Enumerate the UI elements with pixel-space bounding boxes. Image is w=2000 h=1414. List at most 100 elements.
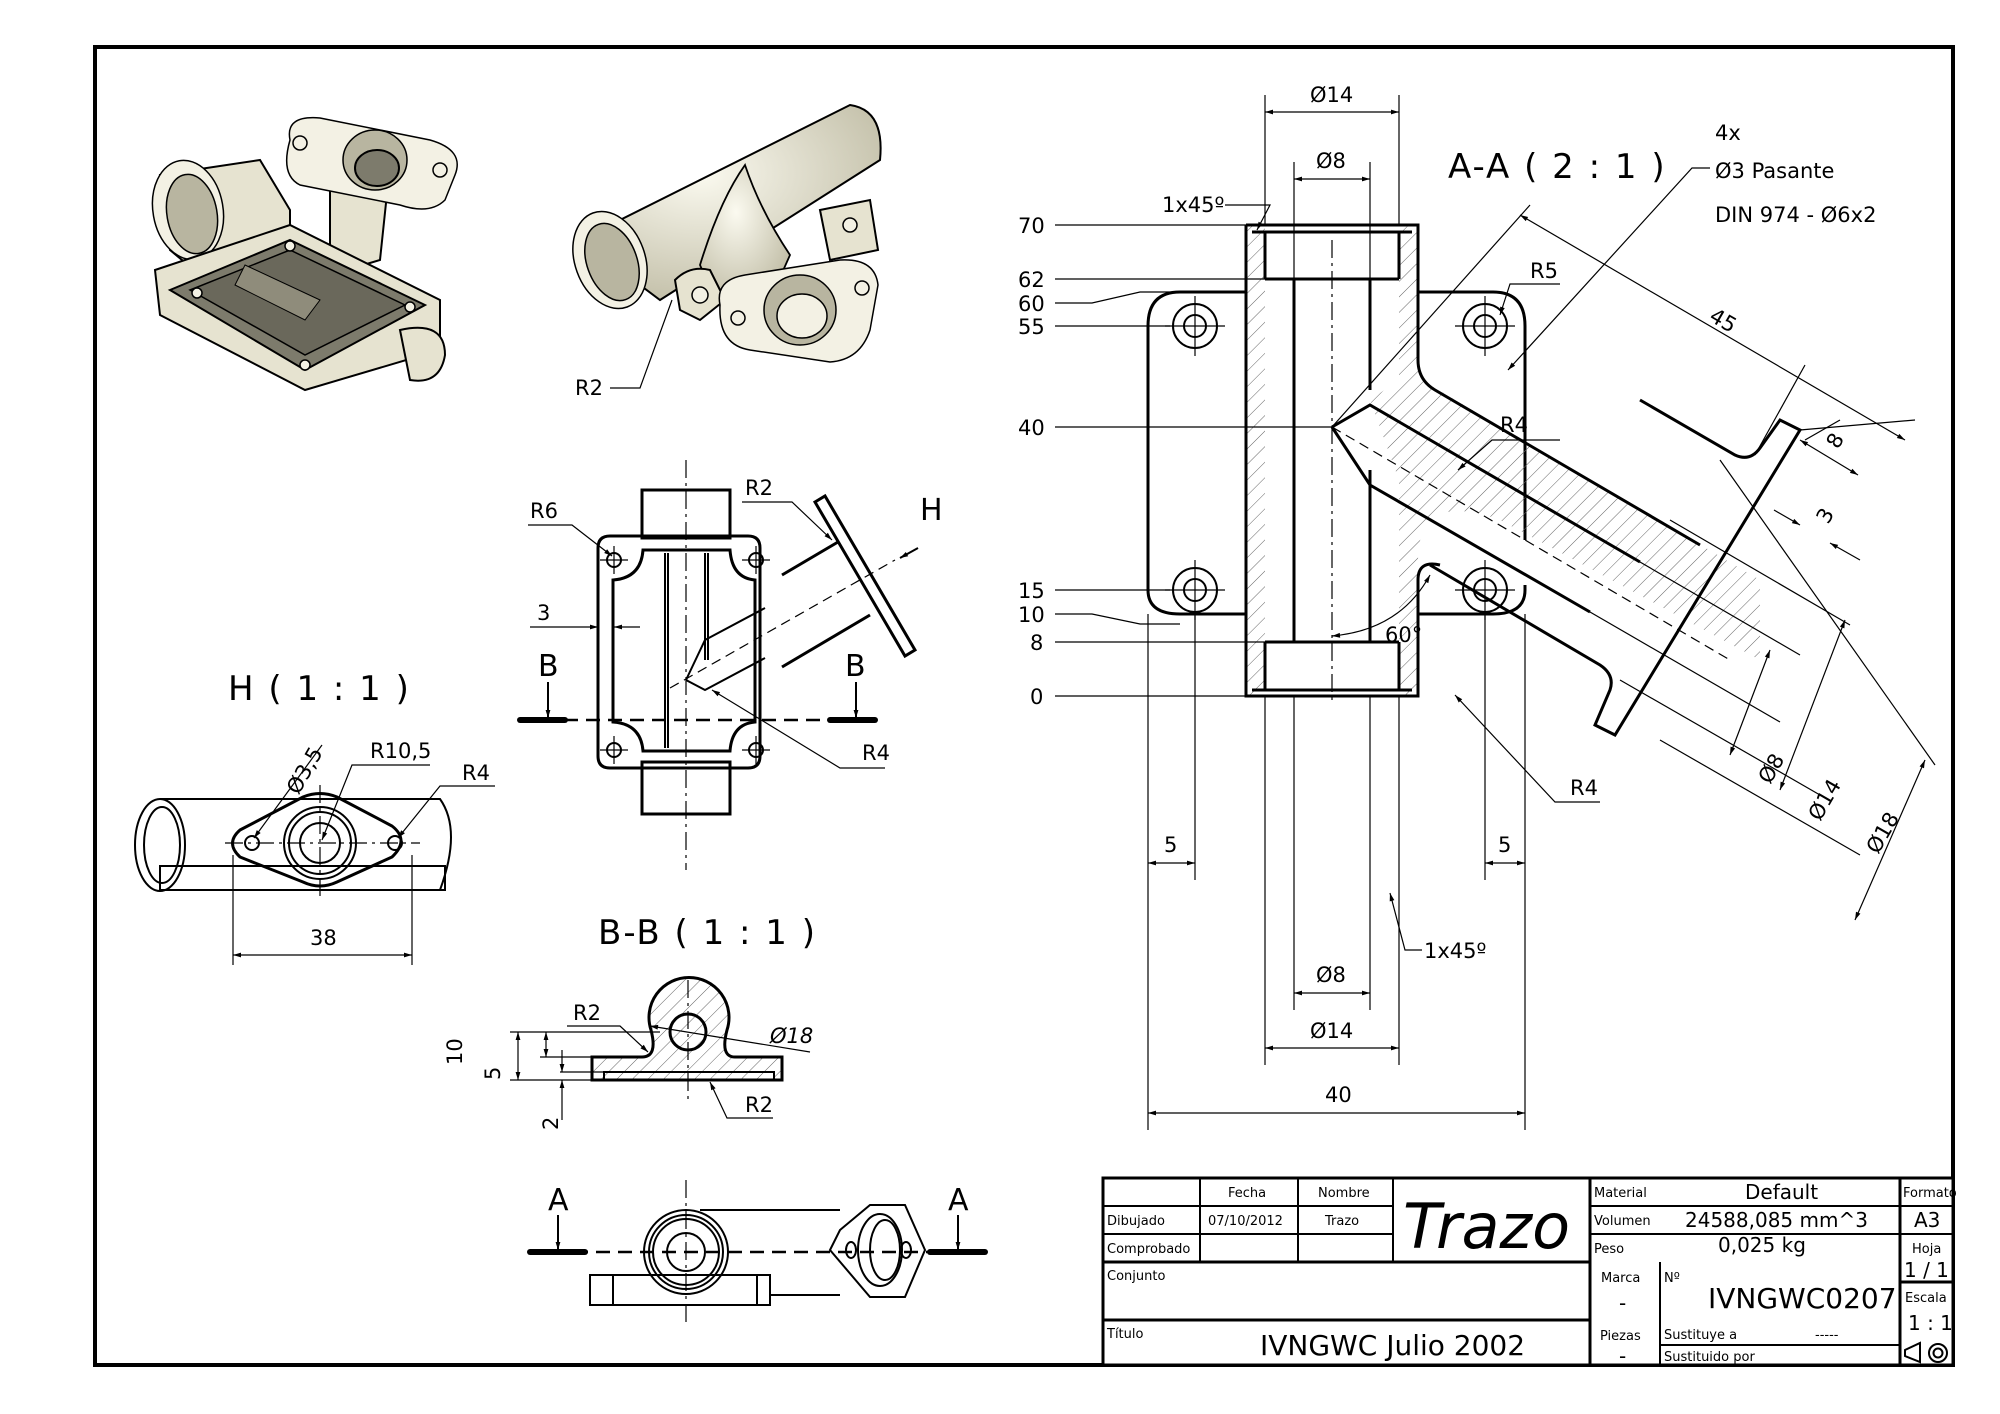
aa-branch-dia-8: Ø8 xyxy=(1754,750,1790,788)
bb-h5-label: 5 xyxy=(481,1067,505,1080)
tb-numero: IVNGWC0207 xyxy=(1708,1282,1897,1315)
height-label: 8 xyxy=(1030,631,1043,655)
section-aa-title: A-A ( 2 : 1 ) xyxy=(1448,147,1667,187)
aa-bottom-outer-dia: Ø14 xyxy=(1310,1019,1353,1043)
aa-flange-8: 8 xyxy=(1822,429,1849,453)
title-block: Fecha Nombre Dibujado 07/10/2012 Trazo C… xyxy=(1101,1176,1957,1368)
tb-volumen-label: Volumen xyxy=(1594,1214,1651,1229)
tb-escala-label: Escala xyxy=(1905,1291,1947,1306)
section-bb-title: B-B ( 1 : 1 ) xyxy=(598,913,817,953)
view-h-r4-label: R4 xyxy=(462,761,490,785)
height-label: 62 xyxy=(1018,268,1045,292)
bb-dia-label: Ø18 xyxy=(769,1024,813,1048)
top-view: R6 R2 R4 3 H B B xyxy=(517,460,943,870)
aa-bottom-chamfer: 1x45º xyxy=(1424,939,1486,963)
tb-sustituido-label: Sustituido por xyxy=(1664,1350,1755,1365)
iso-r2-label: R2 xyxy=(575,376,603,400)
height-label: 40 xyxy=(1018,416,1045,440)
bolt-hole xyxy=(742,546,770,574)
aa-overall-width: 40 xyxy=(1325,1083,1352,1107)
cut-b-right-label: B xyxy=(845,649,866,684)
aa-length-45: 45 xyxy=(1706,304,1741,338)
tb-piezas: - xyxy=(1619,1344,1626,1368)
aa-top-outer-dia: Ø14 xyxy=(1310,83,1353,107)
bb-h10-label: 10 xyxy=(443,1038,467,1065)
view-h-span-label: 38 xyxy=(310,926,337,950)
hole-note-type: Ø3 Pasante xyxy=(1715,159,1834,183)
view-h-hole-label: Ø3,5 xyxy=(282,743,328,798)
tb-material-label: Material xyxy=(1594,1186,1647,1201)
aa-angle: 60° xyxy=(1385,623,1422,647)
aa-left-offset: 5 xyxy=(1164,833,1177,857)
bolt-hole xyxy=(742,736,770,764)
top-wall-label: 3 xyxy=(537,601,550,625)
top-r6-label: R6 xyxy=(530,499,558,523)
aa-flange-3: 3 xyxy=(1812,504,1839,528)
tb-volumen: 24588,085 mm^3 xyxy=(1685,1208,1868,1232)
tb-escala: 1 : 1 xyxy=(1908,1311,1953,1335)
cut-b-left-label: B xyxy=(538,649,559,684)
height-label: 60 xyxy=(1018,292,1045,316)
top-r2-label: R2 xyxy=(745,476,773,500)
aa-branch-dia-14: Ø14 xyxy=(1804,775,1846,824)
tb-marca-label: Marca xyxy=(1601,1271,1640,1286)
tb-hoja: 1 / 1 xyxy=(1904,1258,1949,1282)
sheet-border xyxy=(93,45,1955,1367)
tb-material: Default xyxy=(1745,1180,1818,1204)
isometric-view-bottom xyxy=(151,116,458,392)
first-angle-projection-icon xyxy=(1904,1341,1948,1364)
tb-sustituye-label: Sustituye a xyxy=(1664,1328,1737,1343)
isometric-view-top: R2 xyxy=(572,103,882,400)
tb-logo: Trazo xyxy=(1403,1190,1570,1263)
tb-formato-label: Formato xyxy=(1903,1186,1957,1201)
height-dimensions: 70 62 60 55 40 15 10 8 0 xyxy=(1018,214,1332,709)
aa-branch-dia-18: Ø18 xyxy=(1862,808,1904,857)
tb-row-dibujado: Dibujado xyxy=(1107,1214,1165,1229)
tb-col-nombre: Nombre xyxy=(1318,1186,1370,1201)
aa-right-offset: 5 xyxy=(1498,833,1511,857)
tb-col-fecha: Fecha xyxy=(1228,1186,1266,1201)
height-label: 55 xyxy=(1018,315,1045,339)
section-bb: B-B ( 1 : 1 ) 10 5 2 R2 R2 Ø18 xyxy=(443,913,817,1130)
bb-r2-bottom-label: R2 xyxy=(745,1093,773,1117)
bolt-hole xyxy=(1455,296,1515,356)
bolt-hole xyxy=(600,546,628,574)
aa-r4-upper: R4 xyxy=(1500,413,1528,437)
height-label: 0 xyxy=(1030,685,1043,709)
bb-h2-label: 2 xyxy=(539,1117,563,1130)
tb-piezas-label: Piezas xyxy=(1600,1329,1641,1344)
tb-dibujado-nombre: Trazo xyxy=(1324,1214,1359,1229)
hole-note-count: 4x xyxy=(1715,121,1741,145)
tb-row-comprobado: Comprobado xyxy=(1107,1242,1190,1257)
top-r4-label: R4 xyxy=(862,741,890,765)
tb-dibujado-fecha: 07/10/2012 xyxy=(1208,1214,1283,1229)
tb-peso-label: Peso xyxy=(1594,1242,1624,1257)
tb-titulo-label: Título xyxy=(1106,1327,1144,1342)
bolt-hole xyxy=(1165,296,1225,356)
view-h-title: H ( 1 : 1 ) xyxy=(228,669,411,709)
bb-r2-top-label: R2 xyxy=(573,1001,601,1025)
aa-r5: R5 xyxy=(1530,259,1558,283)
tb-titulo: IVNGWC Julio 2002 xyxy=(1260,1329,1525,1362)
height-label: 15 xyxy=(1018,579,1045,603)
tb-formato: A3 xyxy=(1914,1208,1940,1232)
view-h-r105-label: R10,5 xyxy=(370,739,431,763)
section-aa: A-A ( 2 : 1 ) xyxy=(1018,83,1936,1130)
tb-numero-label: Nº xyxy=(1664,1271,1680,1286)
hole-note-std: DIN 974 - Ø6x2 xyxy=(1715,203,1876,227)
aa-bottom-inner-dia: Ø8 xyxy=(1316,963,1346,987)
tb-peso: 0,025 kg xyxy=(1718,1233,1806,1257)
aa-top-chamfer: 1x45º xyxy=(1162,193,1224,217)
bolt-hole xyxy=(1455,560,1515,620)
view-h-arrow-label: H xyxy=(920,493,943,528)
front-view: A A xyxy=(527,1180,990,1325)
bolt-hole xyxy=(600,736,628,764)
aa-r4-lower: R4 xyxy=(1570,776,1598,800)
aa-top-inner-dia: Ø8 xyxy=(1316,149,1346,173)
tb-conjunto-label: Conjunto xyxy=(1107,1269,1165,1284)
tb-sustituye: ----- xyxy=(1815,1328,1839,1343)
tb-hoja-label: Hoja xyxy=(1912,1242,1941,1257)
height-label: 70 xyxy=(1018,214,1045,238)
cut-a-left-label: A xyxy=(548,1183,569,1218)
